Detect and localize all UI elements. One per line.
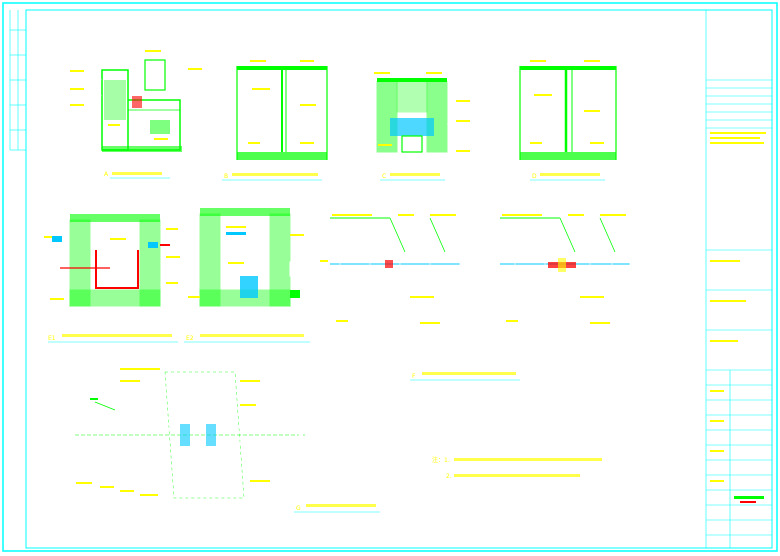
- title-block: [705, 9, 773, 549]
- detail-e2-tag: E2: [186, 335, 194, 342]
- detail-f-caption: F: [410, 372, 520, 381]
- detail-g: G: [74, 368, 380, 513]
- detail-c: C: [361, 72, 470, 181]
- detail-f-left: [320, 214, 461, 332]
- detail-d-tag: D: [532, 173, 537, 180]
- note-1-tag: 注：1.: [432, 456, 450, 464]
- detail-b: B: [222, 59, 328, 181]
- notes: 注：1. 2.: [432, 456, 602, 480]
- note-2-tag: 2.: [446, 473, 452, 480]
- detail-f-tag: F: [412, 373, 416, 380]
- detail-a: A: [70, 50, 202, 179]
- detail-d: D: [519, 60, 617, 181]
- detail-b-tag: B: [224, 173, 228, 180]
- detail-e1-tag: E1: [48, 335, 56, 342]
- detail-f-right: [490, 214, 631, 332]
- detail-g-tag: G: [296, 505, 301, 512]
- detail-e2: E2: [184, 208, 310, 343]
- detail-e1: E1: [44, 214, 180, 343]
- title-block-marks: [710, 132, 766, 503]
- binding-strip: [9, 10, 26, 151]
- detail-c-tag: C: [382, 173, 386, 180]
- detail-a-tag: A: [104, 171, 109, 178]
